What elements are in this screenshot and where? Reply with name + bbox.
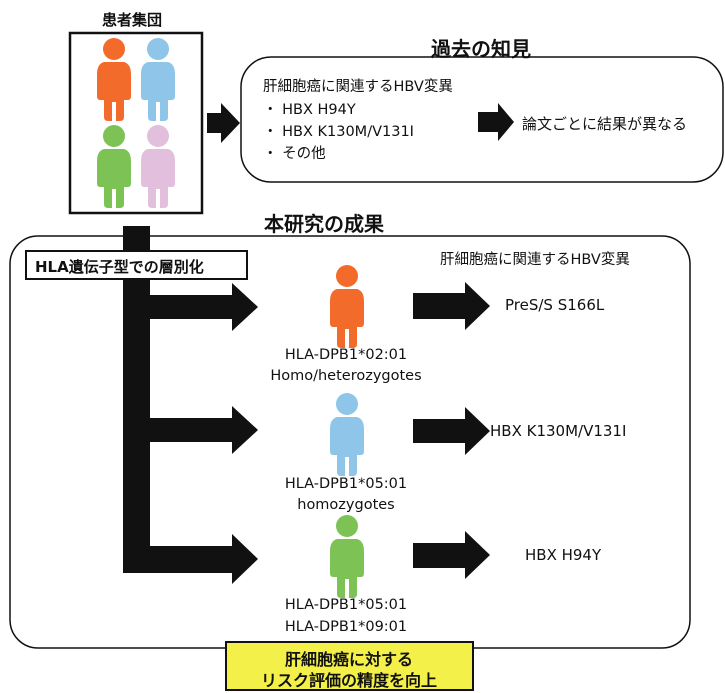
outcome-box: 肝細胞癌に対する リスク評価の精度を向上: [225, 641, 474, 691]
branch-arrow-3: [123, 534, 258, 584]
genotype-3-line1: HLA-DPB1*05:01: [284, 597, 408, 613]
outcome-line2: リスク評価の精度を向上: [260, 671, 437, 690]
patient-figure-pink: [141, 125, 175, 208]
mutation-result-1: PreS/S S166L: [505, 296, 605, 314]
branch-arrow-2: [150, 406, 258, 454]
genotype-2-line2: homozygotes: [297, 497, 395, 513]
past-item-2: ・ HBX K130M/V131I: [263, 124, 414, 140]
arrow-past-conclusion: [478, 103, 514, 141]
past-knowledge-heading: 肝細胞癌に関連するHBV変異: [263, 79, 453, 95]
branch-arrow-1: [150, 283, 258, 331]
past-conclusion: 論文ごとに結果が異なる: [522, 115, 688, 133]
group-figure-1: [330, 265, 364, 348]
study-results-title: 本研究の成果: [264, 212, 384, 236]
group-figure-3: [330, 515, 364, 598]
outcome-line1: 肝細胞癌に対する: [284, 650, 413, 669]
stratification-trunk: [123, 226, 150, 573]
genotype-3-line2: HLA-DPB1*09:01: [284, 619, 408, 635]
past-knowledge-title: 過去の知見: [431, 37, 531, 61]
mutation-result-2: HBX K130M/V131I: [490, 422, 627, 440]
patient-group-title: 患者集団: [102, 11, 163, 29]
past-item-3: ・ その他: [263, 146, 326, 162]
stratification-label: HLA遺伝子型での層別化: [35, 258, 204, 276]
result-arrow-2: [413, 407, 490, 455]
patient-figure-green: [97, 125, 131, 208]
mutation-result-3: HBX H94Y: [525, 546, 602, 564]
arrow-to-past-knowledge: [207, 103, 240, 143]
group-figure-2: [330, 393, 364, 476]
result-arrow-3: [413, 531, 490, 579]
genotype-1-line2: Homo/heterozygotes: [270, 368, 422, 384]
patient-figure-blue: [141, 38, 175, 121]
mutation-header: 肝細胞癌に関連するHBV変異: [440, 252, 630, 268]
stratification-label-box: HLA遺伝子型での層別化: [25, 250, 248, 280]
genotype-2-line1: HLA-DPB1*05:01: [284, 476, 408, 492]
result-arrow-1: [413, 282, 490, 330]
patient-group-box: [68, 31, 204, 215]
past-item-1: ・ HBX H94Y: [263, 102, 356, 118]
patient-figure-orange: [97, 38, 131, 121]
genotype-1-line1: HLA-DPB1*02:01: [284, 347, 408, 363]
